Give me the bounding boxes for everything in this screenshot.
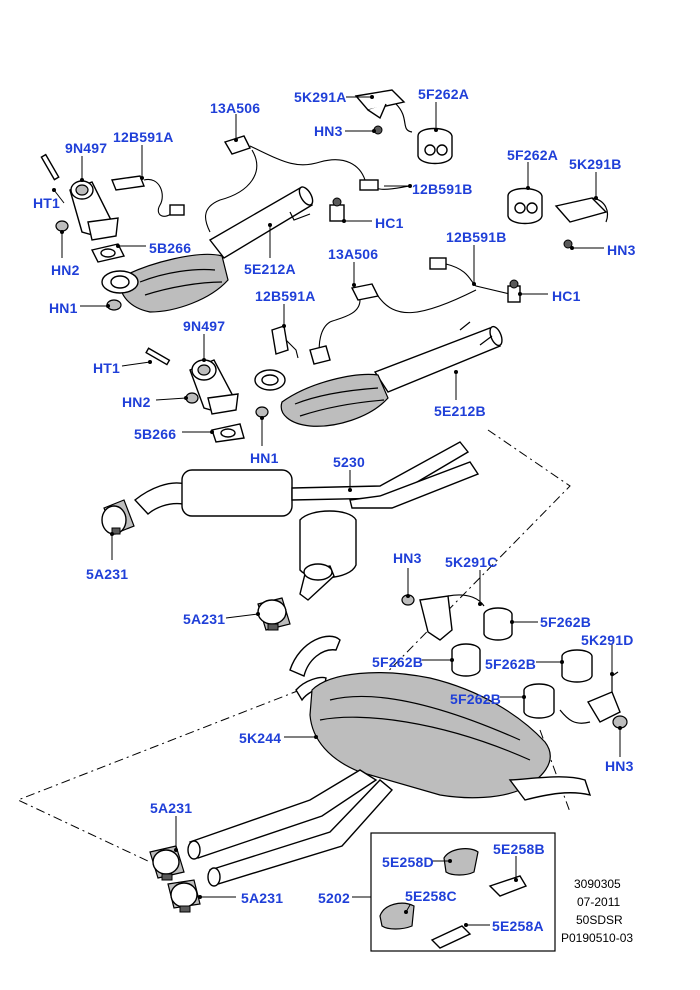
insulator-5F262B-4 [523,683,555,719]
label-5K291B: 5K291B [569,156,622,172]
manifold-connector-9N497-left [69,180,119,241]
nut-HN1-right [255,406,269,418]
clamp-5A231-4 [167,879,201,913]
manifold-connector-9N497-right [189,359,239,415]
label-5K291A: 5K291A [294,89,347,105]
label-5A231-1: 5A231 [86,566,129,582]
label-HN3-right: HN3 [607,242,636,258]
label-5F262B-3: 5F262B [485,656,537,672]
label-5K244: 5K244 [239,730,282,746]
footer-code-4: P0190510-03 [561,931,634,945]
clip-HC1-upper [329,197,345,222]
oxygen-sensor-12B591A-left [111,175,185,217]
label-HN3-upper: HN3 [314,123,343,139]
label-5B266-left: 5B266 [149,240,192,256]
label-5A231-4: 5A231 [241,890,284,906]
oxygen-sensor-12B591B-right [429,257,521,303]
label-HN2-left: HN2 [51,262,80,278]
label-9N497-left: 9N497 [65,140,108,156]
harness-13A506-upper [205,135,411,233]
label-5F262A-upper: 5F262A [418,86,470,102]
front-pipe-5E212A [119,186,314,313]
label-5202: 5202 [318,890,350,906]
label-5A231-2: 5A231 [183,611,226,627]
label-5E212A: 5E212A [244,261,296,277]
clamp-5A231-2 [257,597,291,631]
label-HT1-right: HT1 [93,360,121,376]
label-12B591B-upper: 12B591B [412,181,473,197]
footer-code-3: 50SDSR [576,913,623,927]
label-HN3-lower: HN3 [605,758,634,774]
clamp-5A231-1 [101,499,135,535]
label-5F262B-2: 5F262B [372,654,424,670]
insulator-5F262A-upper [417,127,453,165]
label-HN3-mid: HN3 [393,550,422,566]
label-HT1-left: HT1 [33,195,61,211]
label-5F262A-right: 5F262A [507,147,559,163]
label-13A506-lower: 13A506 [328,246,379,262]
label-5A231-3: 5A231 [150,800,193,816]
stud-HT1-right [145,347,171,366]
label-12B591A-upper: 12B591A [113,129,174,145]
label-HC1-lower: HC1 [552,288,581,304]
label-13A506-upper: 13A506 [210,100,261,116]
footer-code-2: 07-2011 [577,895,621,909]
label-5K291D: 5K291D [581,632,634,648]
flange-5B266-left [90,243,139,294]
intermediate-pipe-5230 [133,441,480,601]
insulator-5F262B-3 [561,649,593,683]
stud-HT1-left [40,153,60,181]
label-5E258A: 5E258A [492,918,544,934]
label-5230: 5230 [333,454,365,470]
label-HC1-upper: HC1 [375,215,404,231]
insulator-5F262B-1 [483,607,513,641]
label-5F262B-1: 5F262B [540,614,592,630]
label-12B591B-right: 12B591B [446,229,507,245]
front-pipe-5E212B [280,321,503,427]
bracket-5K291A [354,89,413,135]
tail-pipes-5202 [187,769,394,887]
harness-13A506-lower [318,283,477,356]
label-9N497-right: 9N497 [183,318,226,334]
label-5E258C: 5E258C [405,888,457,904]
oxygen-sensor-12B591A-lower [271,325,331,365]
bracket-5K291D [559,671,621,724]
label-5B266-right: 5B266 [134,426,177,442]
label-HN1-right: HN1 [250,450,279,466]
label-5E258B: 5E258B [493,841,545,857]
insulator-5F262A-right [507,187,543,225]
finisher-box [370,832,556,952]
rear-muffler-5K244 [289,635,592,801]
insulator-5F262B-2 [451,643,481,677]
label-12B591A-lower: 12B591A [255,288,316,304]
label-HN2-right: HN2 [122,394,151,410]
label-5E258D: 5E258D [382,854,434,870]
label-5K291C: 5K291C [445,554,498,570]
clamp-5A231-3 [149,845,185,881]
leader-lines [52,95,622,927]
bracket-5K291C [419,594,485,641]
bracket-5K291B [554,197,609,249]
label-HN1-left: HN1 [49,300,78,316]
boundary-line-lower [16,689,301,863]
label-5F262B-4: 5F262B [450,691,502,707]
label-5E212B: 5E212B [434,403,486,419]
flange-5B266-right [211,369,286,443]
footer-code-1: 3090305 [574,877,621,891]
nut-HN2-left [55,220,69,232]
